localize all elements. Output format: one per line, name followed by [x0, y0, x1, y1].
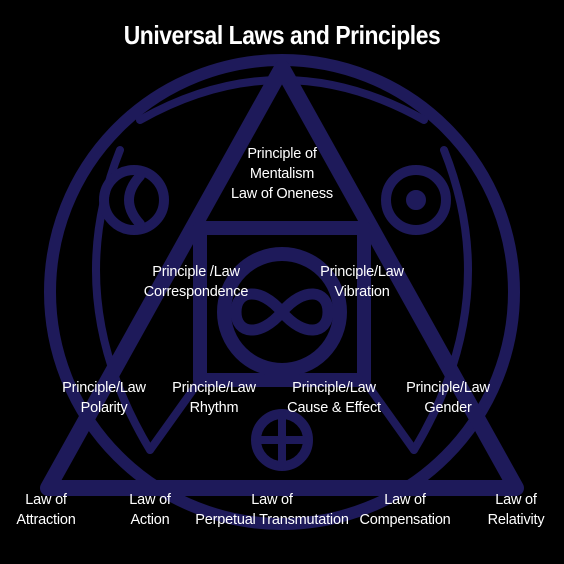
- inner-arc-right: [410, 146, 472, 454]
- label-action: Law of Action: [129, 492, 171, 528]
- sun-dot-icon: [406, 190, 426, 210]
- triangle: [40, 60, 524, 496]
- label-gender: Principle/Law Gender: [406, 380, 490, 416]
- crescent-moon-icon: [124, 171, 145, 229]
- label-polarity: Principle/Law Polarity: [62, 380, 146, 416]
- label-rhythm: Principle/Law Rhythm: [172, 380, 256, 416]
- sun-circle: [381, 165, 451, 235]
- earth-cross-icon: [252, 410, 312, 470]
- label-attraction: Law of Attraction: [16, 492, 76, 528]
- inner-square: [193, 221, 371, 387]
- moon-circle: [99, 165, 169, 235]
- page-title: Universal Laws and Principles: [123, 20, 441, 50]
- connector-left: [146, 376, 204, 454]
- infinity-icon: [230, 288, 334, 336]
- label-mentalism: Principle of Mentalism Law of Oneness: [231, 146, 333, 202]
- connector-right: [360, 376, 418, 454]
- label-vibration: Principle/Law Vibration: [320, 264, 404, 300]
- label-cause-effect: Principle/Law Cause & Effect: [287, 380, 381, 416]
- label-transmutation: Law of Perpetual Transmutation: [195, 492, 349, 528]
- label-compensation: Law of Compensation: [359, 492, 451, 528]
- label-relativity: Law of Relativity: [487, 492, 545, 528]
- label-correspondence: Principle /Law Correspondence: [143, 264, 249, 300]
- central-circle: [217, 247, 347, 377]
